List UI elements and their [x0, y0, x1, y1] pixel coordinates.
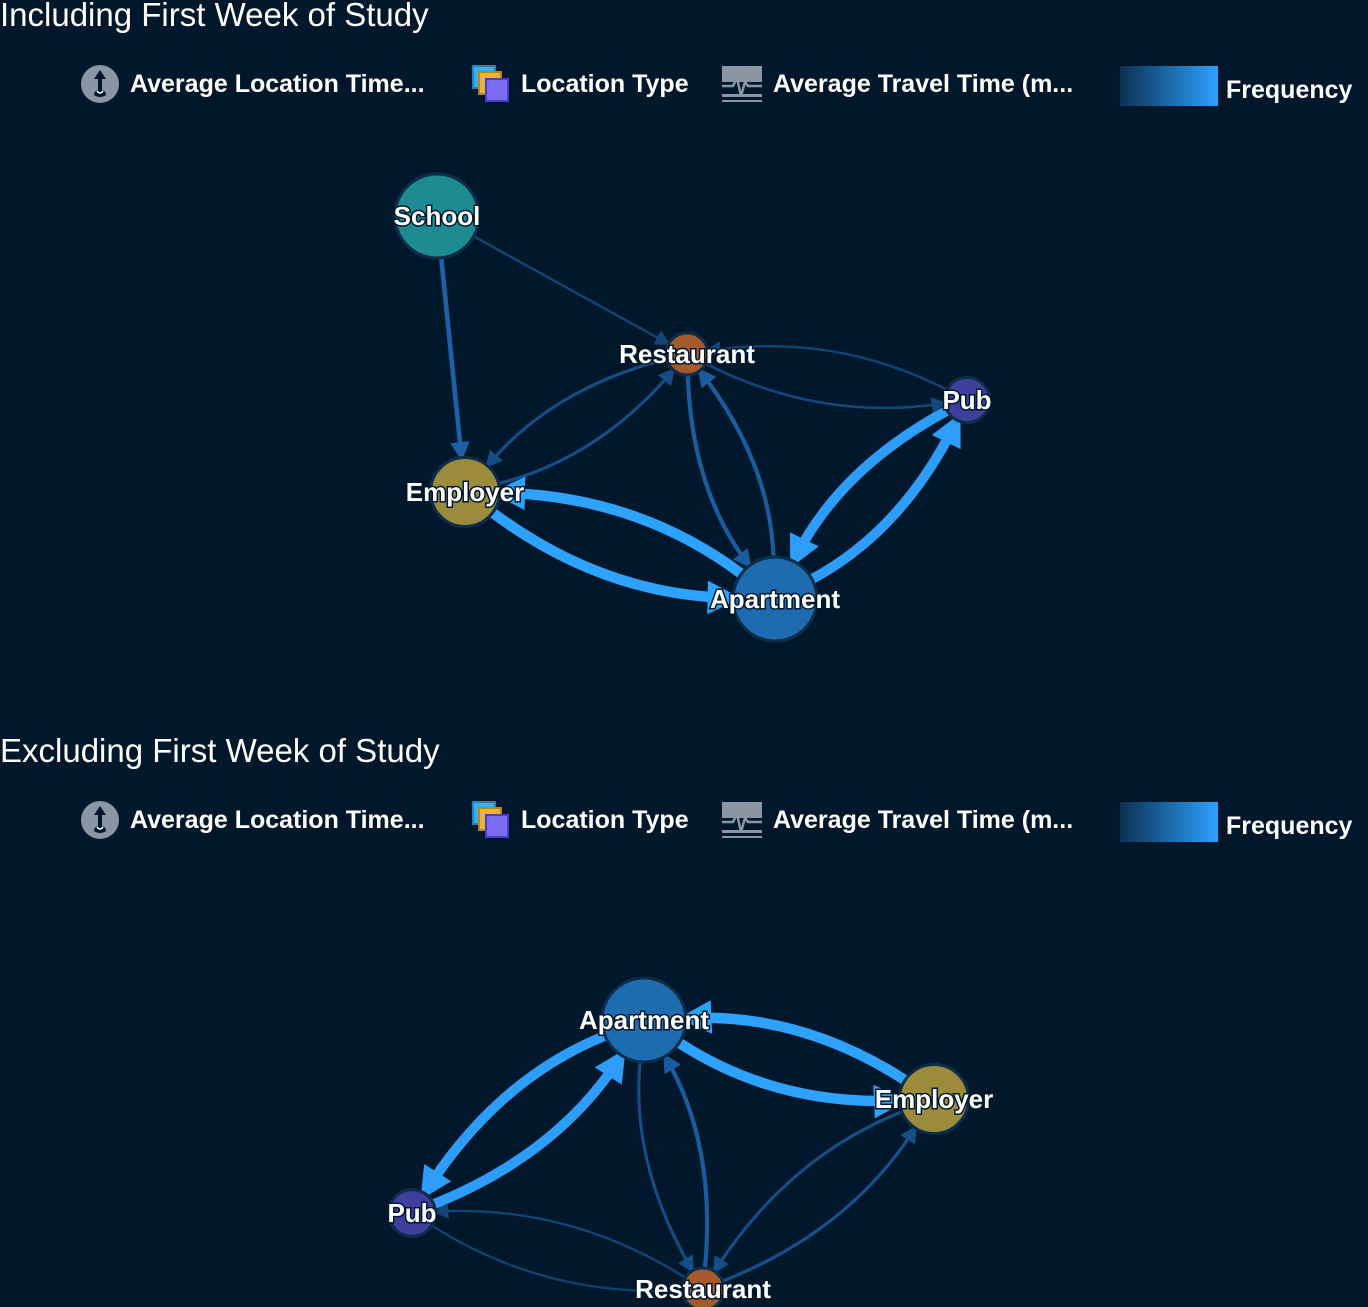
edge-school-to-restaurant[interactable]: [473, 235, 672, 346]
edge-restaurant-to-pub[interactable]: [705, 362, 948, 414]
legend: Average Location Time... Location Type A…: [0, 62, 1368, 110]
node-pub[interactable]: [387, 1188, 437, 1238]
panel-title: Including First Week of Study: [0, 0, 429, 33]
node-employer[interactable]: [898, 1063, 970, 1135]
legend-label: Location Type: [521, 805, 689, 834]
legend-label: Average Travel Time (m...: [773, 69, 1074, 98]
edge-pub-to-apartment[interactable]: [431, 1048, 626, 1209]
edge-apartment-to-employer[interactable]: [491, 476, 745, 579]
edge-pub-to-restaurant[interactable]: [705, 341, 948, 391]
legend-label: Average Location Time...: [130, 69, 425, 98]
edge-apartment-to-restaurant[interactable]: [697, 367, 776, 558]
node-pub[interactable]: [943, 376, 991, 424]
edge-restaurant-to-apartment[interactable]: [663, 1053, 710, 1269]
panel-including-first-week: Including First Week of Study Average Lo…: [0, 0, 1368, 690]
node-label-apartment: Apartment: [710, 584, 840, 614]
edge-employer-to-restaurant[interactable]: [712, 1110, 903, 1274]
edge-employer-to-restaurant[interactable]: [498, 367, 676, 486]
travel-time-icon: [722, 66, 762, 102]
node-label-apartment: Apartment: [579, 1005, 709, 1035]
legend-label: Average Location Time...: [130, 805, 425, 834]
legend-label: Location Type: [521, 69, 689, 98]
legend-label: Frequency: [1226, 811, 1353, 840]
node-employer[interactable]: [429, 456, 501, 528]
legend-item-travel-time[interactable]: Average Travel Time (m...: [721, 64, 1073, 104]
panel-title: Excluding First Week of Study: [0, 732, 440, 769]
edge-apartment-to-restaurant[interactable]: [637, 1061, 695, 1274]
legend-item-frequency[interactable]: Frequency: [1120, 66, 1352, 106]
legend: Average Location Time... Location Type A…: [0, 798, 1368, 846]
edge-pub-to-restaurant[interactable]: [431, 1224, 685, 1299]
edge-restaurant-to-apartment[interactable]: [685, 374, 752, 569]
legend-label: Frequency: [1226, 75, 1353, 104]
legend-label: Average Travel Time (m...: [773, 805, 1074, 834]
location-time-icon: [81, 65, 119, 103]
node-restaurant[interactable]: [664, 331, 710, 377]
frequency-gradient: [1120, 66, 1218, 106]
node-label-school: School: [394, 201, 481, 231]
legend-item-frequency[interactable]: Frequency: [1120, 802, 1352, 842]
legend-item-location-time[interactable]: Average Location Time...: [80, 64, 425, 104]
legend-item-location-type[interactable]: Location Type: [471, 800, 689, 840]
edge-employer-to-apartment[interactable]: [489, 508, 742, 615]
edges: [438, 235, 961, 615]
edge-pub-to-apartment[interactable]: [789, 406, 950, 569]
edge-restaurant-to-pub[interactable]: [432, 1203, 686, 1279]
legend-item-location-type[interactable]: Location Type: [471, 64, 689, 104]
edge-restaurant-to-employer[interactable]: [721, 1125, 918, 1283]
node-label-pub: Pub: [942, 385, 991, 415]
edge-apartment-to-employer[interactable]: [676, 1038, 908, 1119]
location-type-icon: [472, 65, 509, 102]
node-label-employer: Employer: [875, 1084, 994, 1114]
legend-item-travel-time[interactable]: Average Travel Time (m...: [721, 800, 1073, 840]
node-school[interactable]: [393, 172, 481, 260]
travel-time-icon: [722, 802, 762, 838]
node-label-employer: Employer: [406, 477, 525, 507]
legend-item-location-time[interactable]: Average Location Time...: [80, 800, 425, 840]
node-label-restaurant: Restaurant: [635, 1274, 771, 1304]
node-label-restaurant: Restaurant: [619, 339, 755, 369]
frequency-gradient: [1120, 802, 1218, 842]
edge-school-to-employer[interactable]: [438, 257, 470, 462]
edge-restaurant-to-employer[interactable]: [485, 357, 668, 469]
location-type-icon: [472, 801, 509, 838]
panel-excluding-first-week: Excluding First Week of Study Average Lo…: [0, 732, 1368, 1307]
node-label-pub: Pub: [387, 1198, 436, 1228]
location-time-icon: [81, 801, 119, 839]
edge-apartment-to-pub[interactable]: [809, 413, 961, 584]
node-restaurant[interactable]: [680, 1266, 726, 1307]
edge-apartment-to-pub[interactable]: [420, 1031, 607, 1200]
node-apartment[interactable]: [731, 555, 819, 643]
node-apartment[interactable]: [600, 976, 688, 1064]
edge-employer-to-apartment[interactable]: [677, 1000, 908, 1085]
edges: [420, 1000, 918, 1299]
